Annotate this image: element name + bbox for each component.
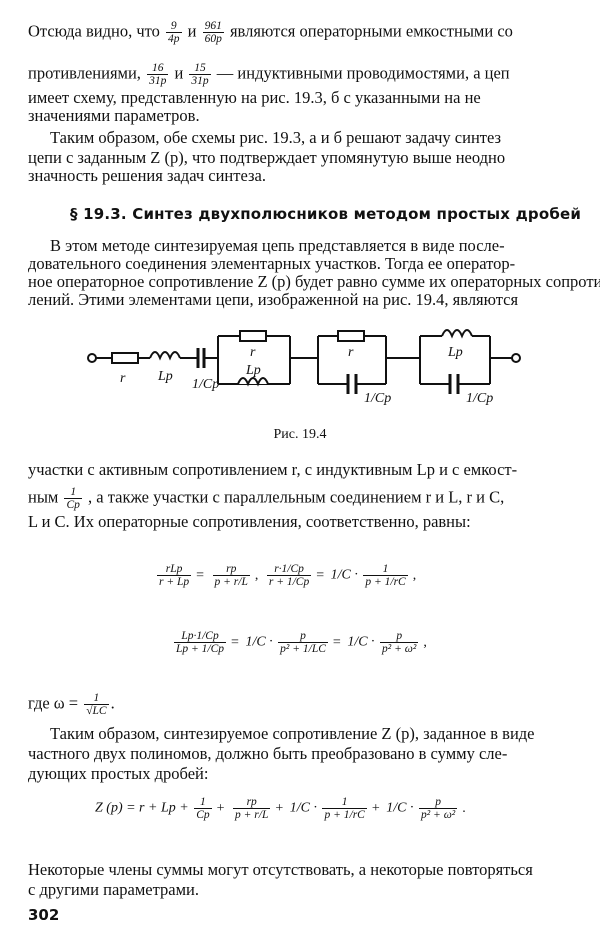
para6-line1: Некоторые члены суммы могут отсутствоват… [28, 860, 533, 879]
para5-line1: Таким образом, синтезируемое сопротивлен… [50, 724, 535, 743]
section-heading: § 19.3. Синтез двухполюсников методом пр… [70, 205, 582, 223]
inductor-lp1 [149, 351, 181, 361]
terminal-left [87, 353, 97, 363]
para3-line4: лений. Этими элементами цепи, изображенн… [28, 290, 519, 309]
text: — индуктивными проводимостями, а цеп [216, 63, 510, 83]
para3-line3: ное операторное сопротивление Z (p) буде… [28, 272, 600, 291]
circuit-diagram: r Lp 1/Cp r Lp r 1/Cp Lp 1/Cp [87, 329, 521, 406]
para2-line3: значность решения задач синтеза. [28, 166, 266, 185]
para2-line2: цепи с заданным Z (p), что подтверждает … [28, 148, 506, 167]
label-c1: 1/Cp [192, 377, 219, 392]
text: 1/C · [386, 800, 414, 816]
para5-line3: дующих простых дробей: [28, 764, 209, 783]
text: где ω = [28, 693, 79, 713]
para1-line3: имеет схему, представленную на рис. 19.3… [28, 88, 481, 107]
label-r1: r [120, 371, 126, 386]
terminal-right [511, 353, 521, 363]
label-r3: r [348, 345, 354, 360]
para5-line2: частного двух полиномов, должно быть пре… [28, 744, 508, 763]
para4-line3: L и C. Их операторные сопротивления, соо… [28, 512, 471, 531]
resistor-r1 [111, 352, 139, 364]
text: ным [28, 487, 59, 507]
inductor-lp4 [441, 329, 473, 339]
para3-line2: довательного соединения элементарных уча… [28, 254, 516, 273]
text: Отсюда видно, что [28, 21, 160, 41]
label-c3: 1/Cp [364, 391, 391, 406]
label-lp1: Lp [157, 369, 173, 384]
text: , а также участки с параллельным соедине… [88, 487, 505, 507]
resistor-r2 [239, 330, 267, 342]
label-r2: r [250, 345, 256, 360]
text: противлениями, [28, 63, 141, 83]
text: Z (p) = r + Lp + [95, 800, 189, 816]
text: 1/C · [289, 800, 317, 816]
text: 1/C · [245, 634, 273, 650]
fraction: 1√LC [84, 692, 109, 717]
para2-line1: Таким образом, обе схемы рис. 19.3, а и … [50, 128, 502, 147]
text: и [174, 63, 184, 83]
label-lp4: Lp [447, 345, 463, 360]
text: являются операторными емкостными со [229, 21, 513, 41]
label-lp2: Lp [245, 363, 261, 378]
text: и [187, 21, 197, 41]
text: 1/C · [330, 567, 358, 583]
para6-line2: с другими параметрами. [28, 880, 199, 899]
resistor-r3 [337, 330, 365, 342]
para3-line1: В этом методе синтезируемая цепь предста… [50, 236, 505, 255]
para1-line4: значениями параметров. [28, 106, 200, 125]
figure-caption: Рис. 19.4 [273, 427, 327, 442]
omega-definition: где ω = 1√LC. [28, 692, 115, 717]
para4-line1: участки с активным сопротивлением r, с и… [28, 460, 518, 479]
text: 1/C · [347, 634, 375, 650]
label-c4: 1/Cp [466, 391, 493, 406]
page-number: 302 [28, 906, 60, 924]
inductor-lp2 [237, 377, 269, 387]
